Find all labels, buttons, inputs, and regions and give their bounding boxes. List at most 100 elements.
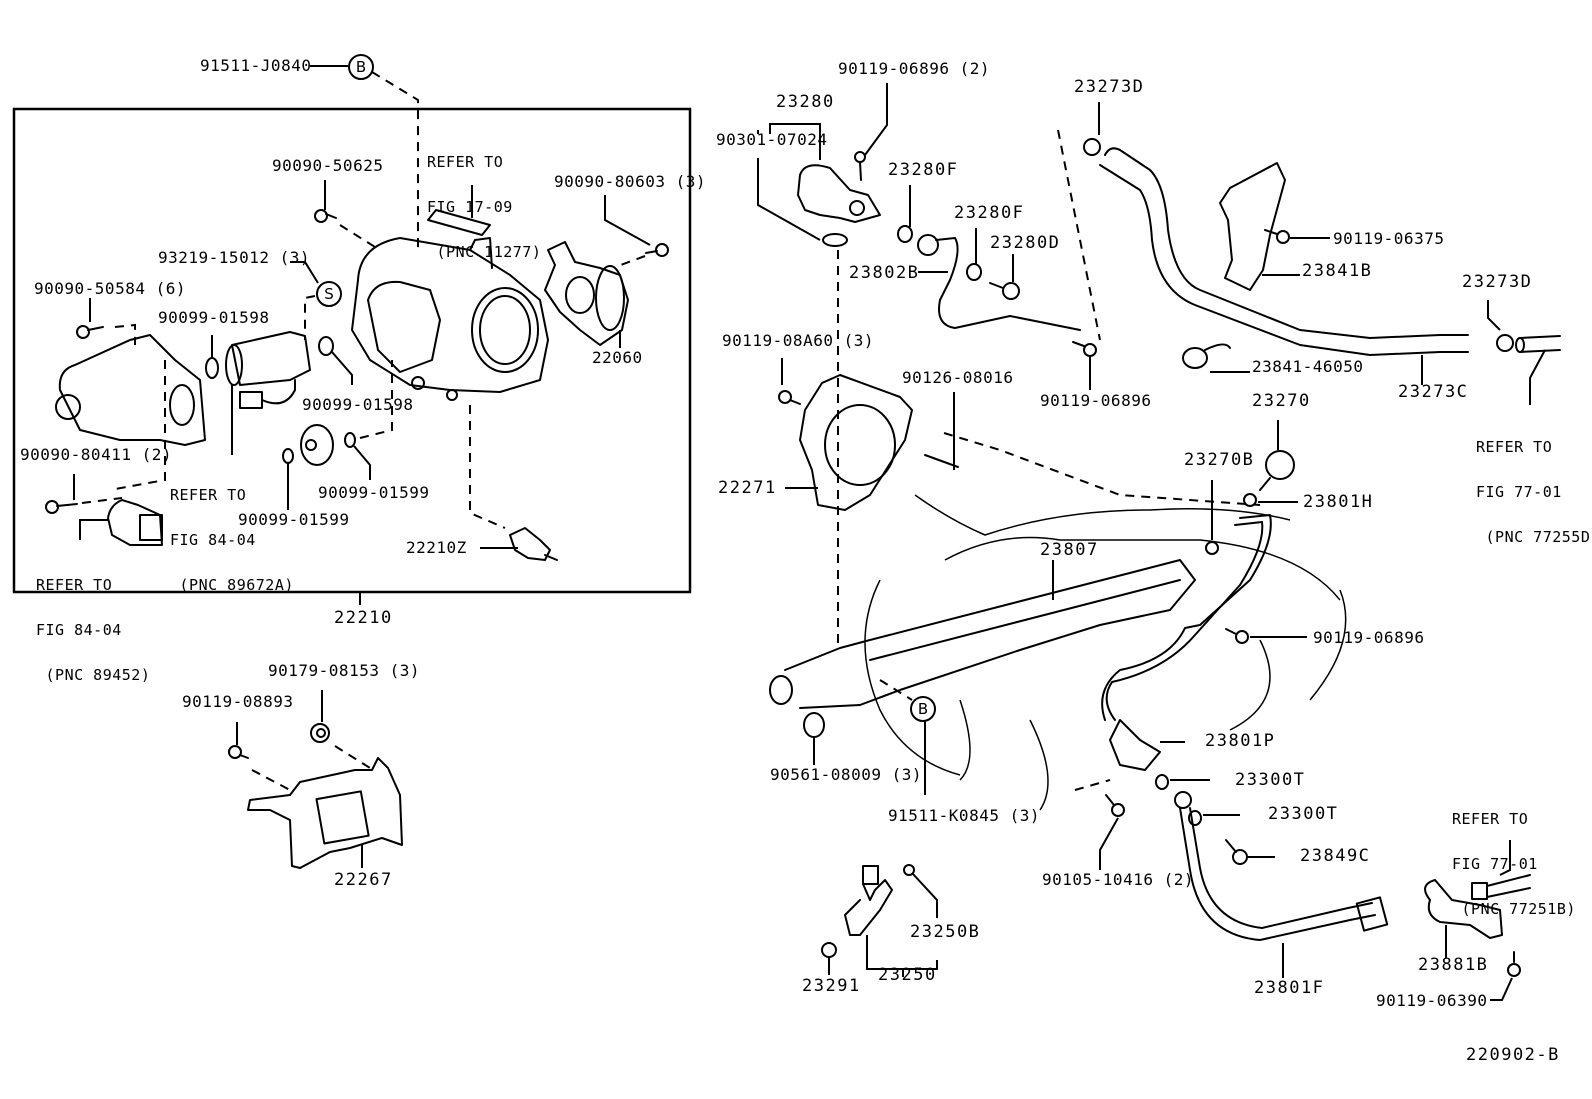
part-number-23273d-b[interactable]: 23273D [1462,272,1533,292]
dashed-guide-50584 [114,323,136,345]
part-number-23280[interactable]: 23280 [776,92,835,112]
leader-77251b [1499,840,1511,876]
bracket-22267-part [247,757,403,869]
part-number-90561-08009[interactable]: 90561-08009 (3) [770,765,922,784]
part-number-90119-08893[interactable]: 90119-08893 [182,692,294,711]
part-number-90119-06390[interactable]: 90119-06390 [1376,991,1488,1010]
refer-note-fig-77-01-pnc-77251b: REFER TO FIG 77-01 (PNC 77251B) [1452,782,1576,932]
part-number-90090-50625[interactable]: 90090-50625 [272,156,384,175]
part-number-22271[interactable]: 22271 [718,478,777,498]
dashed-guide-housing [109,360,166,491]
refer-line-2: FIG 17-09 [427,198,513,216]
fuel-line-77251b [1471,874,1531,900]
part-number-22210z[interactable]: 22210Z [406,538,467,557]
marker-s: S [316,281,342,307]
bolt-90119-06375 [1264,229,1290,244]
part-number-90090-50584[interactable]: 90090-50584 (6) [34,279,186,298]
part-number-23881b[interactable]: 23881B [1418,955,1489,975]
fuel-rail-23807-part [769,559,1196,709]
assembly-number-22210[interactable]: 22210 [334,608,393,628]
part-number-23802b[interactable]: 23802B [849,263,920,283]
part-number-90090-80603[interactable]: 90090-80603 (3) [554,172,706,191]
dashed-guide-22210z [469,405,506,529]
part-number-23270[interactable]: 23270 [1252,391,1311,411]
part-number-90126-08016[interactable]: 90126-08016 [902,368,1014,387]
o-ring-23250b [903,864,915,876]
leader-90301-07024 [757,158,821,241]
o-ring-90099-01598-b [318,336,334,356]
bolt-90119-06390 [1507,951,1521,977]
fuel-pipe-23802b-part [917,234,1081,331]
part-number-23273d-a[interactable]: 23273D [1074,77,1145,97]
part-number-23300t-b[interactable]: 23300T [1268,804,1339,824]
part-number-23841b[interactable]: 23841B [1302,261,1373,281]
part-number-90179-08153[interactable]: 90179-08153 (3) [268,661,420,680]
part-number-23300t-a[interactable]: 23300T [1235,770,1306,790]
part-number-23801p[interactable]: 23801P [1205,731,1276,751]
part-number-90119-06896-b[interactable]: 90119-06896 [1313,628,1425,647]
part-number-23807[interactable]: 23807 [1040,540,1099,560]
clamp-23881b-part [1424,879,1503,939]
part-number-23250[interactable]: 23250 [878,965,937,985]
clamp-23273d-b [1496,334,1514,352]
gear-part [300,424,334,466]
part-number-23801f[interactable]: 23801F [1254,978,1325,998]
bolt-90119-06896-2 [854,151,866,181]
leader-77255d [1529,349,1546,405]
gasket-23300t-a [1155,774,1169,790]
idle-speed-control-part [225,331,311,409]
part-number-23280f-b[interactable]: 23280F [954,203,1025,223]
part-number-90099-01599-b[interactable]: 90099-01599 [318,483,430,502]
dashed-guide-s [304,295,316,340]
gasket-23280f-a [897,225,913,243]
part-number-22267[interactable]: 22267 [334,870,393,890]
refer-line-3: (PNC 89452) [36,666,151,684]
part-number-90301-07024[interactable]: 90301-07024 [716,130,828,149]
part-number-23849c[interactable]: 23849C [1300,846,1371,866]
leader-93219-15012 [290,261,319,284]
part-number-22060[interactable]: 22060 [592,348,643,367]
bolt-90119-06896-b [1225,628,1249,644]
fuel-hose-23801f-part [1174,791,1389,941]
dashed-guide-10416 [1074,779,1111,791]
part-number-23273c[interactable]: 23273C [1398,382,1469,402]
part-number-23280f-a[interactable]: 23280F [888,160,959,180]
part-number-23280d[interactable]: 23280D [990,233,1061,253]
bolt-90119-08893 [228,745,249,759]
bracket-23280 [769,123,821,160]
dashed-guide-80603 [617,255,646,267]
part-number-90119-06896-a[interactable]: 90119-06896 [1040,391,1152,410]
dashed-guide-b-top [371,71,419,250]
part-number-23841-46050[interactable]: 23841-46050 [1252,357,1364,376]
map-sensor-part [107,499,163,546]
union-23270-part [1259,450,1295,491]
nut-90179-08153 [310,723,330,743]
part-number-90090-80411[interactable]: 90090-80411 (2) [20,445,172,464]
part-number-90099-01598-b[interactable]: 90099-01598 [302,395,414,414]
part-number-90119-08a60[interactable]: 90119-08A60 (3) [722,331,874,350]
pressure-regulator-part [797,164,881,223]
leader-23273d-b [1487,300,1501,331]
part-number-23291[interactable]: 23291 [802,976,861,996]
refer-line-3: (PNC 77255D) [1476,528,1592,546]
part-number-91511-j0840[interactable]: 91511-J0840 [200,56,312,75]
dashed-guide-23273d [1057,129,1101,341]
leader-90099-01598-b [331,351,353,385]
part-number-90099-01598-a[interactable]: 90099-01598 [158,308,270,327]
refer-line-3: (PNC 11277) [427,243,542,261]
screw-90090-80411 [45,500,78,514]
label-tag-part [427,185,491,236]
part-number-93219-15012[interactable]: 93219-15012 (3) [158,248,310,267]
bolt-23280d [989,282,1020,300]
part-number-23801h[interactable]: 23801H [1303,492,1374,512]
part-number-23270b[interactable]: 23270B [1184,450,1255,470]
leader-90119-06390 [1490,977,1513,1001]
part-number-90119-06896-2[interactable]: 90119-06896 (2) [838,59,990,78]
part-number-90105-10416[interactable]: 90105-10416 (2) [1042,870,1194,889]
part-number-90099-01599-a[interactable]: 90099-01599 [238,510,350,529]
throttle-body-assembly-box [12,107,692,594]
part-number-23250b[interactable]: 23250B [910,922,981,942]
part-number-90119-06375[interactable]: 90119-06375 [1333,229,1445,248]
part-number-91511-k0845[interactable]: 91511-K0845 (3) [888,806,1040,825]
leader-90119-06896-2 [864,83,888,156]
